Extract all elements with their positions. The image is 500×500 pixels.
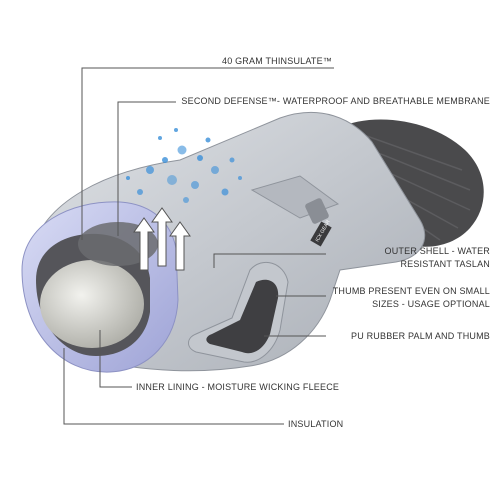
label-thinsulate: 40 GRAM THINSULATE™ — [222, 56, 332, 66]
leader-insulation — [63, 348, 284, 425]
label-second-defense: SECOND DEFENSE™- WATERPROOF AND BREATHAB… — [181, 96, 490, 106]
water-splash-icon — [126, 128, 242, 203]
label-thumb-line1: THUMB PRESENT EVEN ON SMALL — [332, 286, 490, 296]
leader-thinsulate — [81, 67, 334, 240]
cutaway-layers — [21, 201, 179, 373]
label-outer-shell-line2: RESISTANT TASLAN — [400, 259, 490, 269]
thumb — [188, 261, 289, 363]
leader-lines — [63, 67, 334, 425]
label-thumb-line2: SIZES - USAGE OPTIONAL — [372, 299, 490, 309]
label-insulation: INSULATION — [288, 419, 344, 429]
label-inner-lining: INNER LINING - MOISTURE WICKING FLEECE — [136, 382, 340, 392]
leader-second-defense — [117, 101, 176, 236]
leader-inner-lining — [99, 330, 132, 388]
label-palm: PU RUBBER PALM AND THUMB — [351, 331, 490, 341]
leader-outer-shell — [213, 253, 326, 268]
breathability-arrows — [133, 207, 191, 271]
label-outer-shell-line1: OUTER SHELL - WATER — [384, 246, 490, 256]
